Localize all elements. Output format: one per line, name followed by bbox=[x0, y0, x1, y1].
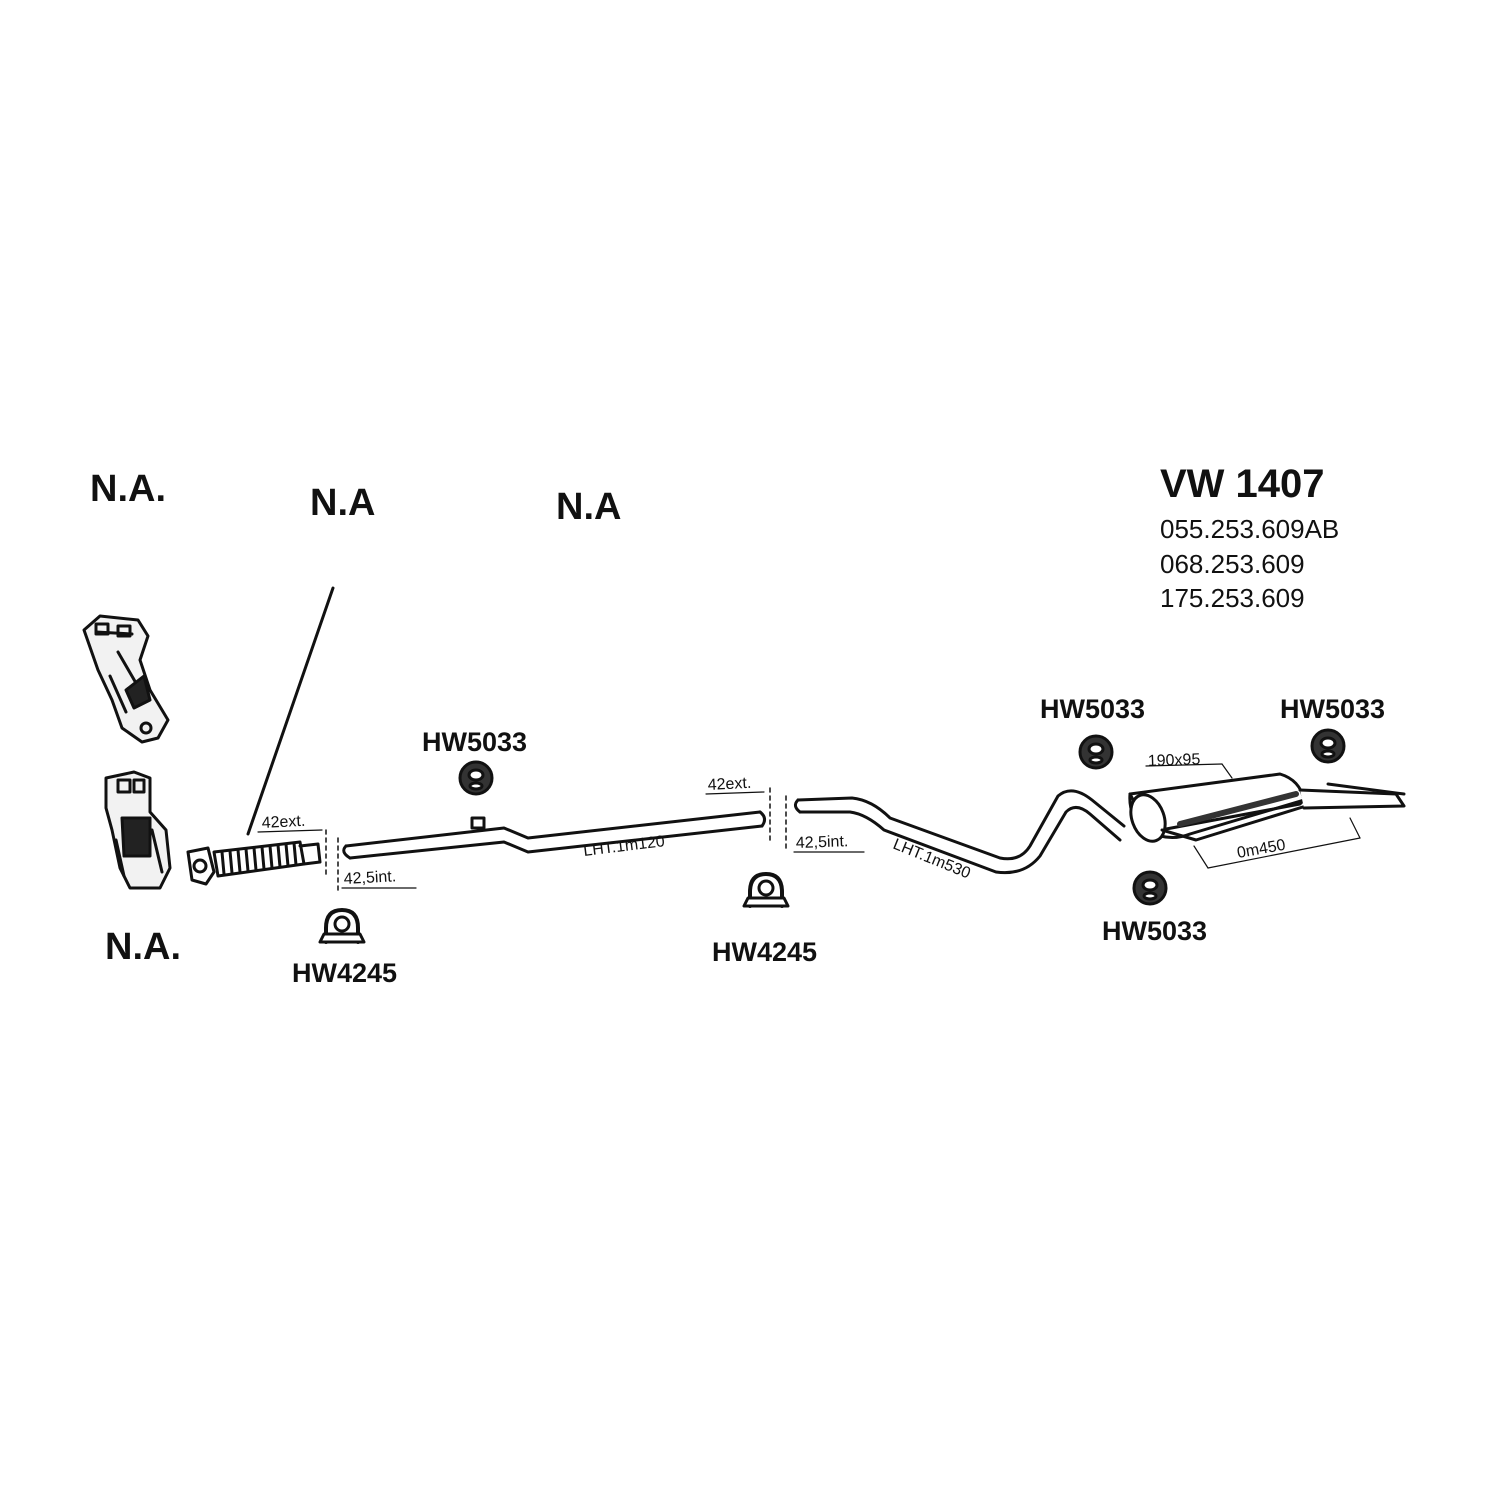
front-joint-dimensions bbox=[325, 829, 339, 891]
front-ext-dim-label: 42ext. bbox=[261, 813, 305, 832]
diagram-title: VW 1407 bbox=[1160, 462, 1325, 506]
flex-pipe bbox=[186, 840, 322, 886]
rubber-hanger-rear-bottom-icon bbox=[1132, 870, 1168, 906]
mid-joint-dimensions bbox=[769, 787, 787, 851]
front-ext-dim-line bbox=[257, 829, 323, 833]
part-number-1: 055.253.609AB bbox=[1160, 514, 1340, 544]
na-label-front-section: N.A bbox=[556, 486, 622, 528]
intermediate-pipe bbox=[342, 810, 767, 860]
part-number-2: 068.253.609 bbox=[1160, 549, 1305, 579]
muffler-length-dim-line bbox=[1207, 837, 1361, 869]
rubber-hanger-front-icon bbox=[458, 760, 494, 796]
flex-pipe-leader-line bbox=[246, 586, 335, 836]
exhaust-manifold-top bbox=[82, 614, 170, 744]
rubber-hanger-rear-top-icon bbox=[1078, 734, 1114, 770]
rear-pipe bbox=[793, 789, 1126, 875]
mid-length-dim-label: LHT.1m120 bbox=[582, 833, 665, 860]
exhaust-manifold-bottom bbox=[104, 770, 172, 890]
hw-label-hanger-rear-bottom: HW5033 bbox=[1102, 916, 1208, 946]
muffler-size-dim-line bbox=[1145, 763, 1223, 767]
hw-label-hanger-rear-right: HW5033 bbox=[1280, 694, 1386, 724]
part-number-3: 175.253.609 bbox=[1160, 583, 1305, 613]
rear-int-dim-label: 42,5int. bbox=[796, 833, 849, 852]
na-label-manifold-bottom: N.A. bbox=[105, 926, 181, 968]
hw-label-hanger-front: HW5033 bbox=[422, 727, 528, 757]
rubber-hanger-rear-right-icon bbox=[1310, 728, 1346, 764]
mid-ext-dim-line bbox=[705, 791, 765, 795]
na-label-flex-pipe: N.A bbox=[310, 482, 376, 524]
rear-muffler bbox=[1128, 772, 1406, 843]
mid-ext-dim-label: 42ext. bbox=[707, 775, 751, 794]
exhaust-clamp-front-icon bbox=[318, 908, 366, 944]
front-int-dim-label: 42,5int. bbox=[343, 868, 396, 888]
muffler-size-dim-label: 190x95 bbox=[1148, 751, 1201, 770]
exhaust-clamp-mid-icon bbox=[742, 872, 790, 908]
na-label-manifold-top: N.A. bbox=[90, 468, 166, 510]
hw-label-clamp-mid: HW4245 bbox=[712, 937, 818, 967]
hw-label-hanger-rear-top: HW5033 bbox=[1040, 694, 1146, 724]
hw-label-clamp-front: HW4245 bbox=[292, 958, 398, 988]
muffler-length-dim-label: 0m450 bbox=[1236, 837, 1287, 862]
